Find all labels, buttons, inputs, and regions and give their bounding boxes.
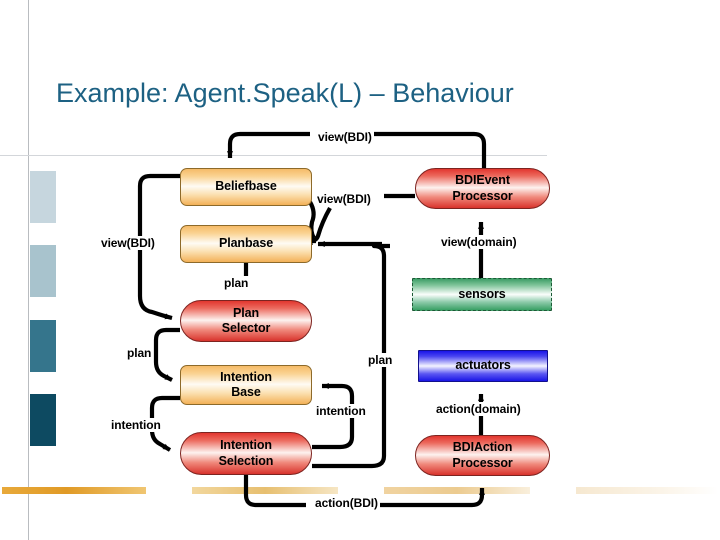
node-beliefbase-label: Beliefbase <box>215 179 277 194</box>
node-plan-selector-label: Plan Selector <box>222 306 271 337</box>
edge-top-to-beliefbase <box>226 131 310 159</box>
node-beliefbase[interactable]: Beliefbase <box>180 168 312 206</box>
edge-view-mid-curve <box>308 200 316 240</box>
node-intention-selection-label: Intention Selection <box>219 438 274 469</box>
node-bdievent-line1: BDIEvent <box>455 173 510 188</box>
edge-label-intention-left: intention <box>109 418 163 432</box>
decor-orange-bar-3 <box>384 487 530 494</box>
decor-orange-bar-1 <box>2 487 146 494</box>
node-bdiaction-line1: BDIAction <box>452 440 513 455</box>
node-bdievent-processor[interactable]: BDIEvent Processor <box>415 168 550 209</box>
page-title: Example: Agent.Speak(L) – Behaviour <box>56 78 514 108</box>
edge-label-plan-right: plan <box>366 353 395 367</box>
edge-label-intention-right: intention <box>314 404 368 418</box>
node-bdievent-processor-label: BDIEvent Processor <box>452 173 512 204</box>
edge-label-plan-left: plan <box>125 346 154 360</box>
node-intention-base-line1: Intention <box>220 369 272 384</box>
edge-selection-to-action-bdi <box>243 475 306 508</box>
edge-label-action-domain: action(domain) <box>434 402 523 416</box>
node-intention-base[interactable]: Intention Base <box>180 365 312 405</box>
node-intention-selection-line2: Selection <box>218 453 274 468</box>
edge-label-action-bdi: action(BDI) <box>313 496 380 510</box>
edge-action-bdi-to-bdiaction <box>372 487 486 508</box>
node-plan-selector[interactable]: Plan Selector <box>180 300 312 342</box>
node-bdievent-line2: Processor <box>452 188 513 203</box>
node-bdiaction-line2: Processor <box>452 455 513 470</box>
node-bdiaction-processor[interactable]: BDIAction Processor <box>415 435 550 476</box>
edge-label-view-bdi-mid: view(BDI) <box>315 192 373 206</box>
node-actuators-label: actuators <box>455 358 511 373</box>
node-planbase[interactable]: Planbase <box>180 225 312 263</box>
edge-label-view-domain: view(domain) <box>439 235 519 249</box>
node-plan-selector-line2: Selector <box>221 321 271 335</box>
edge-beliefbase-to-plan-selector <box>137 173 180 321</box>
node-bdiaction-processor-label: BDIAction Processor <box>452 440 512 471</box>
node-sensors-label: sensors <box>458 286 506 301</box>
decor-orange-bar-4 <box>576 487 718 494</box>
node-intention-selection[interactable]: Intention Selection <box>180 432 312 475</box>
edge-label-view-bdi-left: view(BDI) <box>99 236 157 250</box>
decor-chip-2 <box>30 245 56 297</box>
edge-bdievent-to-top <box>374 131 487 168</box>
edge-label-plan-top: plan <box>222 276 251 290</box>
node-plan-selector-line1: Plan <box>233 305 259 320</box>
vertical-guide-line <box>28 0 29 540</box>
node-intention-base-label: Intention Base <box>220 370 272 401</box>
decor-chip-1 <box>30 171 56 223</box>
edge-label-view-bdi-top: view(BDI) <box>316 130 374 144</box>
decor-chip-3 <box>30 320 56 372</box>
node-sensors[interactable]: sensors <box>412 278 552 311</box>
horizontal-guide-line <box>0 155 547 156</box>
node-intention-selection-line1: Intention <box>220 438 272 453</box>
decor-orange-bar-2 <box>192 487 338 494</box>
node-planbase-label: Planbase <box>218 236 274 251</box>
node-actuators[interactable]: actuators <box>418 350 548 382</box>
decor-chip-4 <box>30 394 56 446</box>
node-intention-base-line2: Base <box>231 385 261 399</box>
edge-plan-selector-to-intention-base <box>153 327 180 382</box>
